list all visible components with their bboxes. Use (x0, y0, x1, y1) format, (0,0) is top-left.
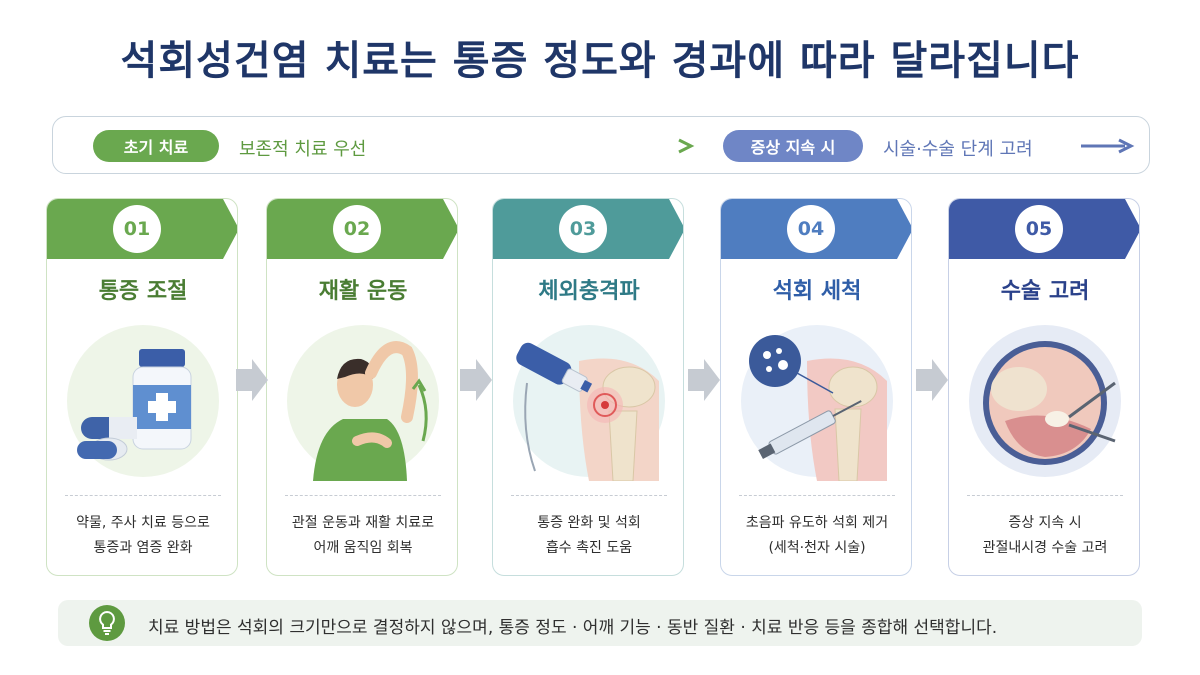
procedure-surgery-text: 시술·수술 단계 고려 (883, 139, 1033, 160)
step-card-rehab-exercise: 02 재활 운동 관절 운동과 재활 치료로 어깨 움직임 회복 (266, 198, 458, 576)
lightbulb-icon (89, 605, 125, 641)
step-card-calcium-lavage: 04 석회 세척 초음파 유도하 석회 제거 (세척·천자 시술) (720, 198, 912, 576)
step-title: 통증 조절 (98, 279, 188, 304)
step-card-pain-control: 01 통증 조절 약물, 주사 치료 등으로 통증과 염증 완화 (46, 198, 238, 576)
step-number: 02 (333, 205, 381, 253)
flow-arrow-green-icon (409, 138, 695, 154)
step-title: 재활 운동 (318, 279, 408, 304)
medication-icon (67, 325, 219, 477)
page-title: 석회성건염 치료는 통증 정도와 경과에 따라 달라집니다 (120, 38, 1080, 84)
step-title: 석회 세척 (772, 279, 862, 304)
step-desc-line: 초음파 유도하 석회 제거 (745, 515, 889, 531)
step-number: 05 (1015, 205, 1063, 253)
flow-arrow-blue-icon (1081, 138, 1135, 154)
tip-box: 치료 방법은 석회의 크기만으로 결정하지 않으며, 통증 정도 · 어깨 기능… (58, 600, 1142, 646)
step-desc-line: 흡수 촉진 도움 (545, 540, 633, 556)
next-step-arrow-icon (916, 359, 948, 401)
step-number: 03 (559, 205, 607, 253)
step-title: 수술 고려 (1000, 279, 1090, 304)
next-step-arrow-icon (236, 359, 268, 401)
treatment-flow-bar: 초기 치료 보존적 치료 우선 증상 지속 시 시술·수술 단계 고려 (52, 116, 1150, 174)
tip-text: 치료 방법은 석회의 크기만으로 결정하지 않으며, 통증 정도 · 어깨 기능… (148, 618, 998, 638)
step-number: 01 (113, 205, 161, 253)
step-title: 체외충격파 (538, 279, 640, 304)
shoulder-exercise-icon (287, 325, 439, 481)
step-desc-line: 관절 운동과 재활 치료로 (291, 515, 435, 531)
step-desc-line: 어깨 움직임 회복 (313, 540, 413, 556)
step-desc-line: 증상 지속 시 (1008, 515, 1082, 531)
step-card-surgery: 05 수술 고려 증상 지속 시 관절내시경 수술 고려 (948, 198, 1140, 576)
early-treatment-text: 보존적 치료 우선 (239, 139, 367, 160)
shockwave-device-icon (513, 325, 665, 481)
next-step-arrow-icon (688, 359, 720, 401)
step-desc-line: 약물, 주사 치료 등으로 (76, 515, 210, 531)
arthroscopy-icon (969, 325, 1121, 477)
step-desc-line: 통증과 염증 완화 (93, 540, 193, 556)
step-desc-line: (세척·천자 시술) (768, 540, 866, 556)
syringe-icon (741, 325, 893, 481)
early-treatment-badge: 초기 치료 (93, 130, 219, 162)
step-desc-line: 관절내시경 수술 고려 (982, 540, 1108, 556)
step-card-shockwave: 03 체외충격파 통증 완화 및 석회 흡수 촉진 도움 (492, 198, 684, 576)
step-number: 04 (787, 205, 835, 253)
step-desc-line: 통증 완화 및 석회 (537, 515, 641, 531)
next-step-arrow-icon (460, 359, 492, 401)
symptom-persist-badge: 증상 지속 시 (723, 130, 863, 162)
